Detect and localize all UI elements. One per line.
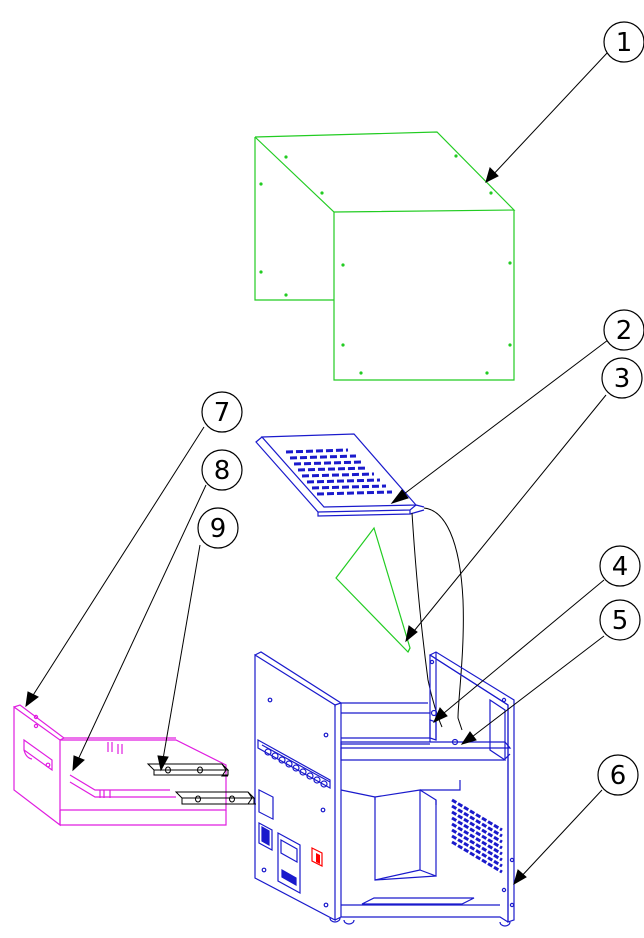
callout-1: 1 [603,21,644,63]
callout-3: 3 [601,357,643,399]
callout-balloons: 1 2 3 4 5 6 7 8 [197,21,644,796]
fan-grille-plate [255,433,425,517]
callout-5: 5 [599,599,641,641]
callout-2: 2 [603,309,644,351]
callout-7: 7 [201,391,243,433]
drawer-tray [13,704,227,827]
callout-6: 6 [597,754,639,796]
callout-1-label: 1 [616,28,633,58]
callout-9: 9 [197,507,239,549]
top-cover [254,131,516,381]
leader-lines [25,51,609,886]
callout-6-label: 6 [610,761,627,791]
callout-5-label: 5 [612,606,629,636]
power-indicator [311,847,323,867]
callout-8: 8 [201,449,243,491]
callout-8-label: 8 [214,456,231,486]
filter-panel [335,526,411,654]
main-chassis [254,651,515,927]
callout-7-label: 7 [214,398,231,428]
fan-wires [411,507,464,731]
callout-2-label: 2 [616,316,633,346]
callout-4: 4 [599,545,641,587]
slide-rails [146,763,256,805]
callout-3-label: 3 [614,364,631,394]
callout-4-label: 4 [612,552,629,582]
callout-9-label: 9 [210,514,227,544]
